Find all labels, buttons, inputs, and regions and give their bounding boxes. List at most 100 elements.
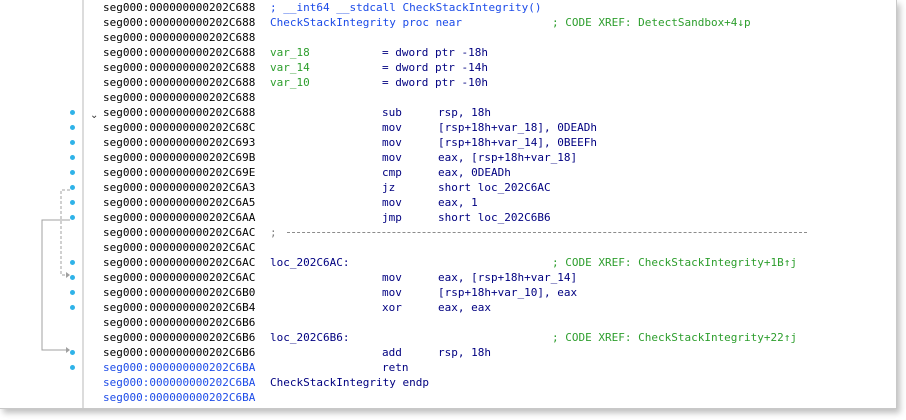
line-token[interactable]: jz [382, 181, 396, 194]
listing-line[interactable]: seg000:000000000202C6A5 mov eax, 1 [0, 195, 896, 210]
line-address[interactable]: seg000:000000000202C6B6 [103, 316, 256, 329]
line-token[interactable]: CheckStackIntegrity endp [270, 376, 429, 389]
listing-line[interactable]: seg000:000000000202C68C mov [rsp+18h+var_1… [0, 120, 896, 135]
line-token[interactable]: short loc_202C6B6 [438, 211, 551, 224]
listing-line[interactable]: seg000:000000000202C6B4 xor eax, eax [0, 300, 896, 315]
line-token[interactable]: mov [382, 121, 402, 134]
line-token[interactable]: eax, 1 [438, 196, 478, 209]
line-token[interactable]: = dword ptr -10h [382, 76, 488, 89]
disassembly-listing: seg000:000000000202C688 ; __int64 __stdca… [0, 0, 896, 405]
listing-line[interactable]: seg000:000000000202C6AC [0, 240, 896, 255]
listing-line[interactable]: seg000:000000000202C69B mov eax, [rsp+18h+… [0, 150, 896, 165]
line-address[interactable]: seg000:000000000202C688 [103, 61, 256, 74]
line-address[interactable]: seg000:000000000202C6BA [103, 361, 256, 374]
listing-line[interactable]: seg000:000000000202C6B0 mov [rsp+18h+var_1… [0, 285, 896, 300]
line-token[interactable]: rsp, 18h [438, 106, 491, 119]
line-token[interactable]: ; [270, 226, 277, 239]
line-token[interactable]: var_18 [270, 46, 310, 59]
line-address[interactable]: seg000:000000000202C6A5 [103, 196, 256, 209]
line-address[interactable]: seg000:000000000202C6B6 [103, 331, 256, 344]
listing-line[interactable]: seg000:000000000202C6AC mov eax, [rsp+18h+… [0, 270, 896, 285]
listing-line[interactable]: seg000:000000000202C688 var_14 = dword ptr… [0, 60, 896, 75]
line-token[interactable]: ; __int64 __stdcall CheckStackIntegrity(… [270, 1, 542, 14]
line-token[interactable]: eax, 0DEADh [438, 166, 511, 179]
line-token[interactable]: [rsp+18h+var_18], 0DEADh [438, 121, 597, 134]
line-address[interactable]: seg000:000000000202C6A3 [103, 181, 256, 194]
listing-line[interactable]: seg000:000000000202C688 var_10 = dword ptr… [0, 75, 896, 90]
line-token[interactable]: eax, [rsp+18h+var_14] [438, 271, 578, 284]
line-address[interactable]: seg000:000000000202C6AA [103, 211, 256, 224]
line-token[interactable]: [rsp+18h+var_14], 0BEEFh [438, 136, 597, 149]
line-token[interactable]: var_14 [270, 61, 310, 74]
listing-line[interactable]: seg000:000000000202C6BA retn [0, 360, 896, 375]
line-token[interactable]: = dword ptr -14h [382, 61, 488, 74]
line-token[interactable]: CheckStackIntegrity proc near [270, 16, 463, 29]
line-address[interactable]: seg000:000000000202C6AC [103, 241, 256, 254]
line-token[interactable]: xor [382, 301, 402, 314]
line-address[interactable]: seg000:000000000202C69E [103, 166, 256, 179]
line-token[interactable]: ; CODE XREF: CheckStackIntegrity+1B↑j [552, 256, 798, 269]
line-token[interactable]: loc_202C6B6: [270, 331, 350, 344]
line-token[interactable]: mov [382, 151, 402, 164]
line-token[interactable]: short loc_202C6AC [438, 181, 551, 194]
line-token[interactable]: ; CODE XREF: DetectSandbox+4↓p [552, 16, 751, 29]
line-token[interactable]: eax, eax [438, 301, 491, 314]
line-address[interactable]: seg000:000000000202C688 [103, 106, 256, 119]
line-address[interactable]: seg000:000000000202C6B0 [103, 286, 256, 299]
line-token[interactable]: cmp [382, 166, 402, 179]
listing-line[interactable]: seg000:000000000202C6BA [0, 390, 896, 405]
listing-line[interactable]: seg000:000000000202C6AC; [0, 225, 896, 240]
listing-line[interactable]: seg000:000000000202C6AA jmp short loc_202C… [0, 210, 896, 225]
line-token[interactable]: sub [382, 106, 402, 119]
line-address[interactable]: seg000:000000000202C69B [103, 151, 256, 164]
listing-line[interactable]: seg000:000000000202C688 ; __int64 __stdca… [0, 0, 896, 15]
line-address[interactable]: seg000:000000000202C6BA [103, 391, 256, 404]
line-token[interactable]: jmp [382, 211, 402, 224]
line-token[interactable]: var_10 [270, 76, 310, 89]
line-address[interactable]: seg000:000000000202C688 [103, 31, 256, 44]
line-address[interactable]: seg000:000000000202C688 [103, 1, 256, 14]
line-token[interactable]: eax, [rsp+18h+var_18] [438, 151, 578, 164]
listing-line[interactable]: seg000:000000000202C693 mov [rsp+18h+var_1… [0, 135, 896, 150]
line-token[interactable]: loc_202C6AC: [270, 256, 350, 269]
line-token[interactable]: mov [382, 286, 402, 299]
line-token[interactable]: mov [382, 136, 402, 149]
listing-line[interactable]: seg000:000000000202C6B6 add rsp, 18h [0, 345, 896, 360]
gutter-separator [82, 0, 84, 408]
line-address[interactable]: seg000:000000000202C693 [103, 136, 256, 149]
listing-line[interactable]: seg000:000000000202C688 [0, 90, 896, 105]
line-token[interactable]: mov [382, 196, 402, 209]
listing-line[interactable]: seg000:000000000202C688 CheckStackIntegri… [0, 15, 896, 30]
line-address[interactable]: seg000:000000000202C6AC [103, 271, 256, 284]
line-address[interactable]: seg000:000000000202C6AC [103, 226, 256, 239]
line-token[interactable]: = dword ptr -18h [382, 46, 488, 59]
line-token[interactable]: retn [382, 361, 409, 374]
collapse-chevron-icon[interactable]: ⌄ [90, 110, 99, 121]
listing-line[interactable]: seg000:000000000202C688 var_18 = dword ptr… [0, 45, 896, 60]
line-address[interactable]: seg000:000000000202C6BA [103, 376, 256, 389]
line-token[interactable]: rsp, 18h [438, 346, 491, 359]
listing-line[interactable]: seg000:000000000202C6A3 jz short loc_202C6… [0, 180, 896, 195]
line-address[interactable]: seg000:000000000202C688 [103, 76, 256, 89]
line-token[interactable]: add [382, 346, 402, 359]
listing-line[interactable]: seg000:000000000202C69E cmp eax, 0DEADh [0, 165, 896, 180]
flow-dot-icon [70, 200, 75, 205]
line-token[interactable]: mov [382, 271, 402, 284]
listing-line[interactable]: seg000:000000000202C688 [0, 30, 896, 45]
line-address[interactable]: seg000:000000000202C6AC [103, 256, 256, 269]
ida-disassembly-window: ⌄ seg000:000000000202C688 ; __int64 __std… [0, 0, 897, 409]
line-address[interactable]: seg000:000000000202C6B4 [103, 301, 256, 314]
line-address[interactable]: seg000:000000000202C688 [103, 16, 256, 29]
line-token[interactable]: [rsp+18h+var_10], eax [438, 286, 578, 299]
jz-branch-arrow [60, 189, 70, 276]
listing-line[interactable]: seg000:000000000202C6B6 loc_202C6B6: ; COD… [0, 330, 896, 345]
listing-line[interactable]: seg000:000000000202C6BA CheckStackIntegri… [0, 375, 896, 390]
line-address[interactable]: seg000:000000000202C6B6 [103, 346, 256, 359]
listing-line[interactable]: seg000:000000000202C688 sub rsp, 18h [0, 105, 896, 120]
listing-line[interactable]: seg000:000000000202C6B6 [0, 315, 896, 330]
line-address[interactable]: seg000:000000000202C688 [103, 46, 256, 59]
line-token[interactable]: ; CODE XREF: CheckStackIntegrity+22↑j [552, 331, 798, 344]
listing-line[interactable]: seg000:000000000202C6AC loc_202C6AC: ; COD… [0, 255, 896, 270]
line-address[interactable]: seg000:000000000202C68C [103, 121, 256, 134]
line-address[interactable]: seg000:000000000202C688 [103, 91, 256, 104]
